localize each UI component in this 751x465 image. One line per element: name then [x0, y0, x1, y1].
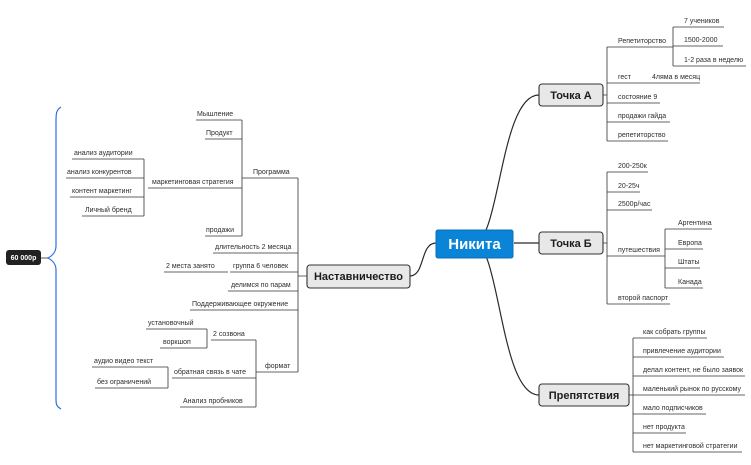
node-obstacles[interactable]: Препятствия	[538, 383, 630, 407]
edge-center-mentoring	[409, 242, 437, 277]
label-gest-child: 4ляма в месяц	[652, 74, 700, 81]
label-passport: второй паспорт	[618, 294, 669, 302]
label-feedback-child-0: аудио видео текст	[94, 358, 154, 365]
label-duration: длительность 2 месяца	[215, 244, 291, 251]
label-repetitorstvo: Репетиторство	[618, 38, 666, 45]
node-tochka-a[interactable]: Точка А	[538, 83, 604, 107]
label-calls-child-0: установочный	[148, 319, 194, 327]
label-mkt-child-2: контент маркетинг	[72, 188, 132, 195]
label-program: Программа	[253, 169, 290, 176]
label-mkt-child-3: Личный бренд	[85, 206, 132, 214]
tochka-a-label: Точка А	[550, 90, 592, 102]
label-mkt-child-1: анализ конкурентов	[67, 169, 132, 176]
label-calls-child-1: воркшоп	[163, 339, 191, 346]
label-a-item-1: продажи гайда	[618, 112, 666, 120]
label-travel-0: Аргентина	[678, 220, 712, 227]
label-env: Поддерживающее окружение	[192, 301, 288, 308]
label-feedback-child-1: без ограничений	[97, 378, 151, 386]
label-feedback: обратная связь в чате	[174, 368, 246, 376]
label-obstacle-4: мало подписчиков	[643, 405, 703, 412]
center-label: Никита	[448, 236, 501, 253]
node-mentoring[interactable]: Наставничество	[306, 264, 411, 289]
label-obstacle-3: маленький рынок по русскому	[643, 385, 742, 393]
label-thinking: Мышление	[197, 111, 233, 118]
node-tochka-b[interactable]: Точка Б	[538, 231, 604, 255]
label-mkt-child-0: анализ аудитории	[74, 150, 133, 157]
label-b-item-2: 2500р/час	[618, 201, 651, 208]
label-marketing: маркетинговая стратегия	[152, 179, 234, 186]
label-a-item-0: состояние 9	[618, 94, 657, 101]
edge-center-tochka-a	[473, 94, 540, 244]
label-rep-child-0: 7 учеников	[684, 18, 720, 25]
label-obstacle-2: делал контент, не было заявок	[643, 366, 744, 374]
label-sales: продажи	[206, 227, 234, 234]
edge-center-obstacles	[473, 242, 540, 396]
label-group: группа 6 человек	[233, 263, 289, 270]
label-b-item-1: 20-25ч	[618, 183, 640, 190]
center-node[interactable]: Никита	[435, 229, 514, 259]
label-product: Продукт	[206, 130, 233, 137]
label-obstacle-5: нет продукта	[643, 424, 685, 431]
mentoring-label: Наставничество	[314, 271, 403, 283]
label-travel-1: Европа	[678, 240, 702, 247]
price-badge-label: 60 000р	[11, 255, 37, 262]
label-pairs: делимся по парам	[231, 282, 291, 289]
label-obstacle-1: привлечение аудитории	[643, 348, 721, 355]
edge-tochka-a-items	[603, 47, 608, 141]
label-rep-child-2: 1-2 раза в неделю	[684, 57, 743, 64]
label-travel-2: Штаты	[678, 259, 700, 266]
label-travel-3: Канада	[678, 279, 702, 286]
label-trial: Анализ пробников	[183, 397, 243, 405]
label-group-child: 2 места занято	[166, 263, 215, 270]
label-format: формат	[265, 363, 291, 370]
price-badge[interactable]: 60 000р	[6, 250, 41, 265]
label-a-item-2: репетиторство	[618, 132, 666, 139]
label-obstacle-0: как собрать группы	[643, 328, 706, 336]
label-travel: путешествия	[618, 247, 660, 254]
label-gest: гест	[618, 74, 632, 81]
left-brace	[46, 106, 62, 410]
tochka-b-label: Точка Б	[550, 238, 592, 250]
label-calls: 2 созвона	[213, 331, 245, 338]
label-rep-child-1: 1500-2000	[684, 37, 718, 44]
label-obstacle-6: нет маркетинговой стратегии	[643, 442, 738, 450]
label-b-item-0: 200-250к	[618, 163, 648, 170]
obstacles-label: Препятствия	[549, 390, 620, 402]
